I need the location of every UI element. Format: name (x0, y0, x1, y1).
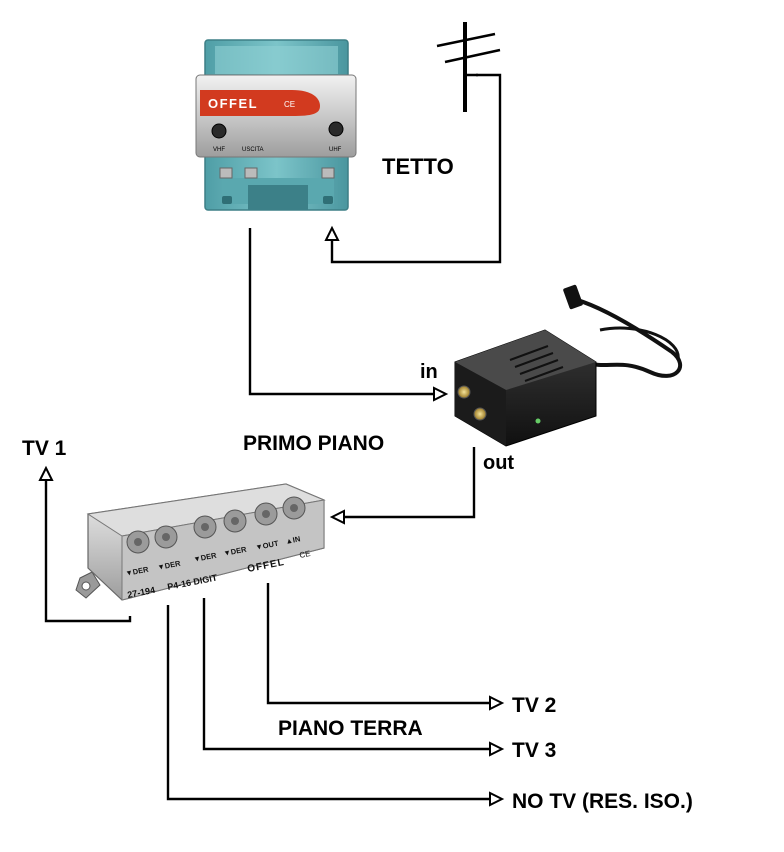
label-tv1: TV 1 (22, 437, 67, 460)
label-tv2: TV 2 (512, 694, 556, 717)
splitter-ce-mark: CE (299, 549, 312, 560)
splitter-port-der-3: ▼DER (193, 551, 218, 564)
wire-splitter-to-tv1 (38, 465, 132, 623)
wire-splitter-to-tv3 (202, 598, 505, 757)
label-no-tv: NO TV (RES. ISO.) (512, 790, 693, 813)
label-in: in (420, 361, 438, 383)
label-tetto: TETTO (382, 154, 454, 179)
splitter-port-der-2: ▼DER (157, 559, 182, 572)
label-out: out (483, 452, 514, 474)
splitter-port-out: ▼OUT (255, 539, 280, 552)
vhf-knob-icon (211, 123, 227, 139)
splitter-device: ▼DER ▼DER ▼DER ▼DER ▼OUT ▲IN 27-194 P4-1… (75, 483, 326, 601)
splitter-port-der-1: ▼DER (125, 565, 150, 578)
connector-out-icon (473, 407, 487, 421)
label-tv3: TV 3 (512, 739, 556, 762)
mast-amplifier: OFFEL CE VHF USCITA UHF (195, 39, 357, 211)
wire-amplifier-to-booster (248, 228, 449, 402)
wire-booster-to-splitter (329, 447, 476, 525)
splitter-port-der-4: ▼DER (223, 545, 248, 558)
amplifier-port-vhf: VHF (213, 147, 225, 153)
uhf-knob-icon (328, 121, 344, 137)
amplifier-brand: OFFEL (208, 96, 258, 111)
splitter-port-in: ▲IN (285, 534, 301, 546)
wire-antenna-to-amplifier (324, 73, 502, 264)
label-piano-terra: PIANO TERRA (278, 717, 423, 740)
wire-splitter-to-tv2 (266, 583, 505, 711)
label-primo-piano: PRIMO PIANO (243, 432, 384, 455)
amplifier-port-uscita: USCITA (242, 147, 264, 153)
power-supply-unit (454, 284, 683, 447)
connector-in-icon (457, 385, 471, 399)
amplifier-port-uhf: UHF (329, 147, 342, 153)
antenna-icon (436, 22, 501, 112)
wire-splitter-to-no-tv (166, 605, 505, 807)
amplifier-ce-mark: CE (284, 100, 295, 109)
